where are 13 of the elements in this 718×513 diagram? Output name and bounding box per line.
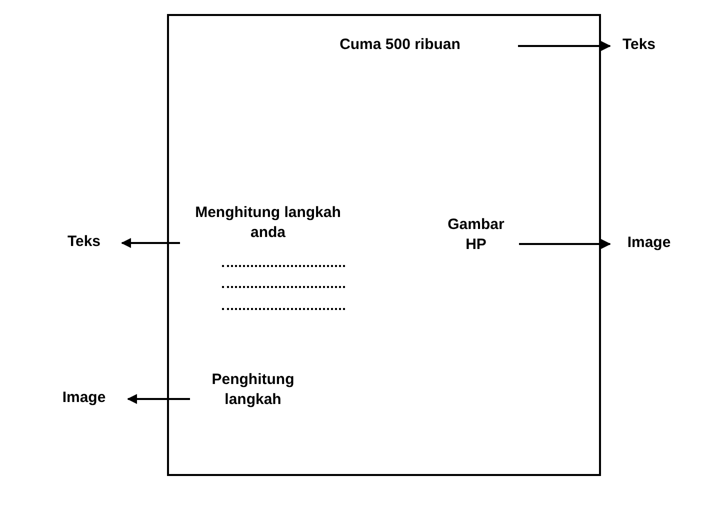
arrow	[121, 238, 180, 248]
annotation-label: Teks	[614, 35, 664, 57]
caption-text: Penghitung langkah	[193, 370, 313, 412]
arrow	[127, 394, 190, 404]
annotation-label: Image	[44, 388, 124, 410]
heading-text: Cuma 500 ribuan	[285, 35, 515, 57]
arrow	[518, 41, 611, 51]
heading-text: Menghitung langkah anda	[183, 203, 353, 245]
image-placeholder-text: Gambar HP	[436, 215, 516, 259]
annotation-label: Image	[614, 233, 684, 255]
arrow	[519, 239, 611, 249]
annotation-label: Teks	[50, 232, 118, 254]
screen-frame	[167, 14, 601, 476]
